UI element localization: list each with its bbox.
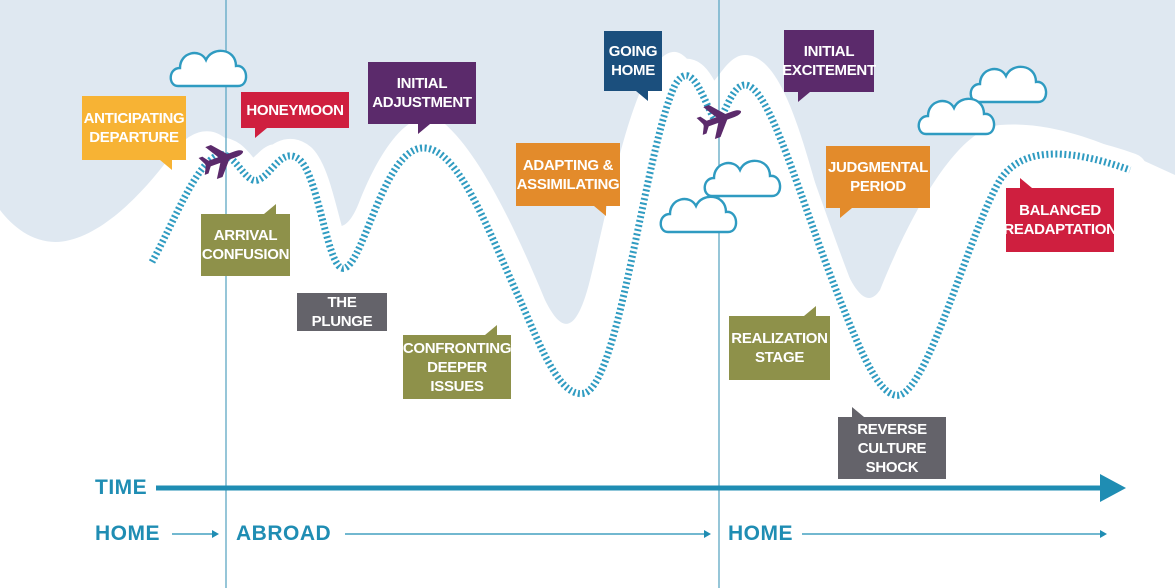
label-honeymoon: HONEYMOON	[241, 92, 349, 138]
cloud-icon	[659, 195, 738, 234]
label-initial-adjustment: INITIAL ADJUSTMENT	[368, 62, 476, 134]
cloud-icon	[917, 97, 996, 136]
airplane-icon	[696, 105, 742, 140]
axis-label-abroad: ABROAD	[236, 522, 332, 545]
label-confronting-deeper-issues: CONFRONTING DEEPER ISSUES	[403, 325, 511, 399]
label-going-home: GOING HOME	[604, 31, 662, 101]
airplane-icon	[198, 145, 244, 180]
adjustment-curve	[148, 72, 1132, 399]
cloud-icon	[169, 49, 248, 88]
axis-label-home-end: HOME	[728, 522, 793, 545]
home-end-arrowhead	[1100, 530, 1107, 538]
axis-label-home-start: HOME	[95, 522, 160, 545]
cloud-icon	[969, 65, 1048, 104]
home-start-arrowhead	[212, 530, 219, 538]
label-initial-excitement: INITIAL EXCITEMENT	[782, 30, 876, 102]
label-the-plunge: THE PLUNGE	[297, 293, 387, 331]
time-axis-arrowhead	[1100, 474, 1126, 502]
label-balanced-readaptation: BALANCED READAPTATION	[1003, 178, 1117, 252]
cloud-icon	[703, 159, 782, 198]
label-realization-stage: REALIZATION STAGE	[729, 306, 830, 380]
abroad-arrowhead	[704, 530, 711, 538]
label-reverse-culture-shock: REVERSE CULTURE SHOCK	[838, 407, 946, 479]
axis-label-time: TIME	[95, 476, 148, 499]
label-judgmental-period: JUDGMENTAL PERIOD	[826, 146, 930, 218]
label-arrival-confusion: ARRIVAL CONFUSION	[201, 204, 290, 276]
label-anticipating-departure: ANTICIPATING DEPARTURE	[82, 96, 186, 170]
label-adapting-assimilating: ADAPTING & ASSIMILATING	[516, 143, 620, 216]
